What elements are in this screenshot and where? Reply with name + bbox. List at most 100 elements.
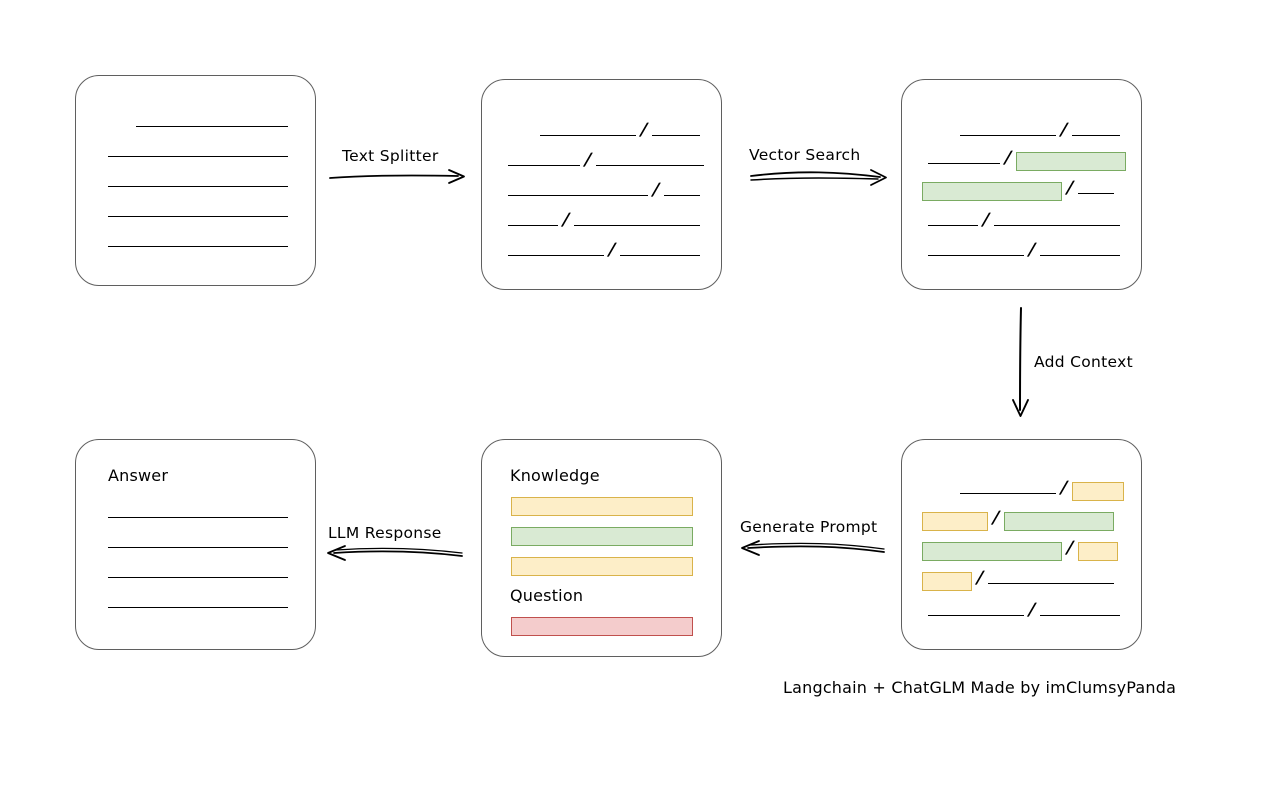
chunked-document-box[interactable]: / / / / /	[481, 79, 722, 290]
matched-chunk-highlight	[922, 542, 1062, 561]
edge-label-add-context: Add Context	[1034, 353, 1133, 371]
text-segment	[960, 135, 1056, 136]
chunk-row: /	[902, 506, 1141, 531]
arrow-llm-response	[327, 545, 463, 561]
chunk-row: /	[902, 176, 1141, 201]
answer-line	[108, 577, 288, 578]
arrow-text-splitter	[329, 169, 465, 184]
chunk-row: /	[482, 148, 721, 170]
text-segment	[652, 135, 701, 136]
chunk-separator: /	[562, 210, 570, 230]
matched-document-box[interactable]: / / / / /	[901, 79, 1142, 290]
row-indent	[482, 189, 508, 190]
text-segment	[664, 195, 701, 196]
document-line	[108, 156, 288, 157]
knowledge-label: Knowledge	[510, 466, 600, 485]
chunk-row: /	[902, 536, 1141, 561]
source-document-box[interactable]	[75, 75, 316, 286]
chunk-row: /	[482, 118, 721, 140]
document-line	[108, 216, 288, 217]
chunk-row: /	[482, 208, 721, 230]
row-indent	[902, 609, 928, 610]
context-document-box[interactable]: / / / / /	[901, 439, 1142, 650]
text-segment	[1072, 135, 1121, 136]
matched-chunk-highlight	[922, 182, 1062, 201]
document-line	[108, 246, 288, 247]
row-indent	[902, 487, 960, 488]
row-indent	[902, 219, 928, 220]
text-segment	[994, 225, 1121, 226]
text-segment	[508, 225, 558, 226]
chunk-separator: /	[584, 150, 592, 170]
matched-chunk-highlight	[1016, 152, 1127, 171]
context-chunk-highlight	[1072, 482, 1125, 501]
answer-box[interactable]: Answer	[75, 439, 316, 650]
matched-chunk-highlight	[1004, 512, 1115, 531]
arrow-generate-prompt	[741, 540, 885, 556]
text-segment	[928, 615, 1024, 616]
knowledge-bar	[511, 557, 693, 576]
edge-label-vector-search: Vector Search	[749, 146, 861, 164]
text-segment	[928, 255, 1024, 256]
chunk-separator: /	[982, 210, 990, 230]
arrow-vector-search	[750, 169, 887, 186]
row-indent	[482, 249, 508, 250]
document-line	[136, 126, 288, 127]
prompt-box[interactable]: Knowledge Question	[481, 439, 722, 657]
chunk-row: /	[902, 146, 1141, 171]
chunk-separator: /	[608, 240, 616, 260]
text-segment	[928, 163, 1000, 164]
text-segment	[574, 225, 701, 226]
text-segment	[508, 165, 580, 166]
chunk-separator: /	[976, 568, 984, 588]
text-segment	[1078, 193, 1115, 194]
chunk-row: /	[902, 118, 1141, 140]
answer-line	[108, 547, 288, 548]
chunk-row: /	[902, 476, 1141, 501]
chunk-row: /	[482, 238, 721, 260]
answer-label: Answer	[108, 466, 169, 485]
text-segment	[540, 135, 636, 136]
text-segment	[988, 583, 1115, 584]
row-indent	[902, 249, 928, 250]
chunk-separator: /	[1066, 538, 1074, 558]
row-indent	[482, 219, 508, 220]
context-chunk-highlight	[922, 572, 972, 591]
answer-line	[108, 517, 288, 518]
chunk-separator: /	[1004, 148, 1012, 168]
row-indent	[902, 517, 922, 518]
question-bar	[511, 617, 693, 636]
chunk-separator: /	[1066, 178, 1074, 198]
context-chunk-highlight	[1078, 542, 1119, 561]
edge-label-text-splitter: Text Splitter	[342, 147, 439, 165]
row-indent	[902, 187, 922, 188]
chunk-separator: /	[992, 508, 1000, 528]
row-indent	[482, 159, 508, 160]
knowledge-bar	[511, 527, 693, 546]
chunk-row: /	[482, 178, 721, 200]
chunk-row: /	[902, 238, 1141, 260]
knowledge-bar	[511, 497, 693, 516]
chunk-separator: /	[1060, 478, 1068, 498]
document-line	[108, 186, 288, 187]
chunk-separator: /	[640, 120, 648, 140]
text-segment	[1040, 615, 1121, 616]
footer-credit: Langchain + ChatGLM Made by imClumsyPand…	[783, 678, 1177, 697]
row-indent	[902, 157, 928, 158]
chunk-separator: /	[1028, 600, 1036, 620]
chunk-separator: /	[652, 180, 660, 200]
text-segment	[928, 225, 978, 226]
edge-label-llm-response: LLM Response	[328, 524, 442, 542]
chunk-separator: /	[1060, 120, 1068, 140]
question-label: Question	[510, 586, 584, 605]
text-segment	[1040, 255, 1121, 256]
context-chunk-highlight	[922, 512, 988, 531]
text-segment	[596, 165, 705, 166]
chunk-separator: /	[1028, 240, 1036, 260]
row-indent	[902, 577, 922, 578]
chunk-row: /	[902, 566, 1141, 591]
row-indent	[482, 129, 540, 130]
text-segment	[508, 195, 648, 196]
answer-line	[108, 607, 288, 608]
